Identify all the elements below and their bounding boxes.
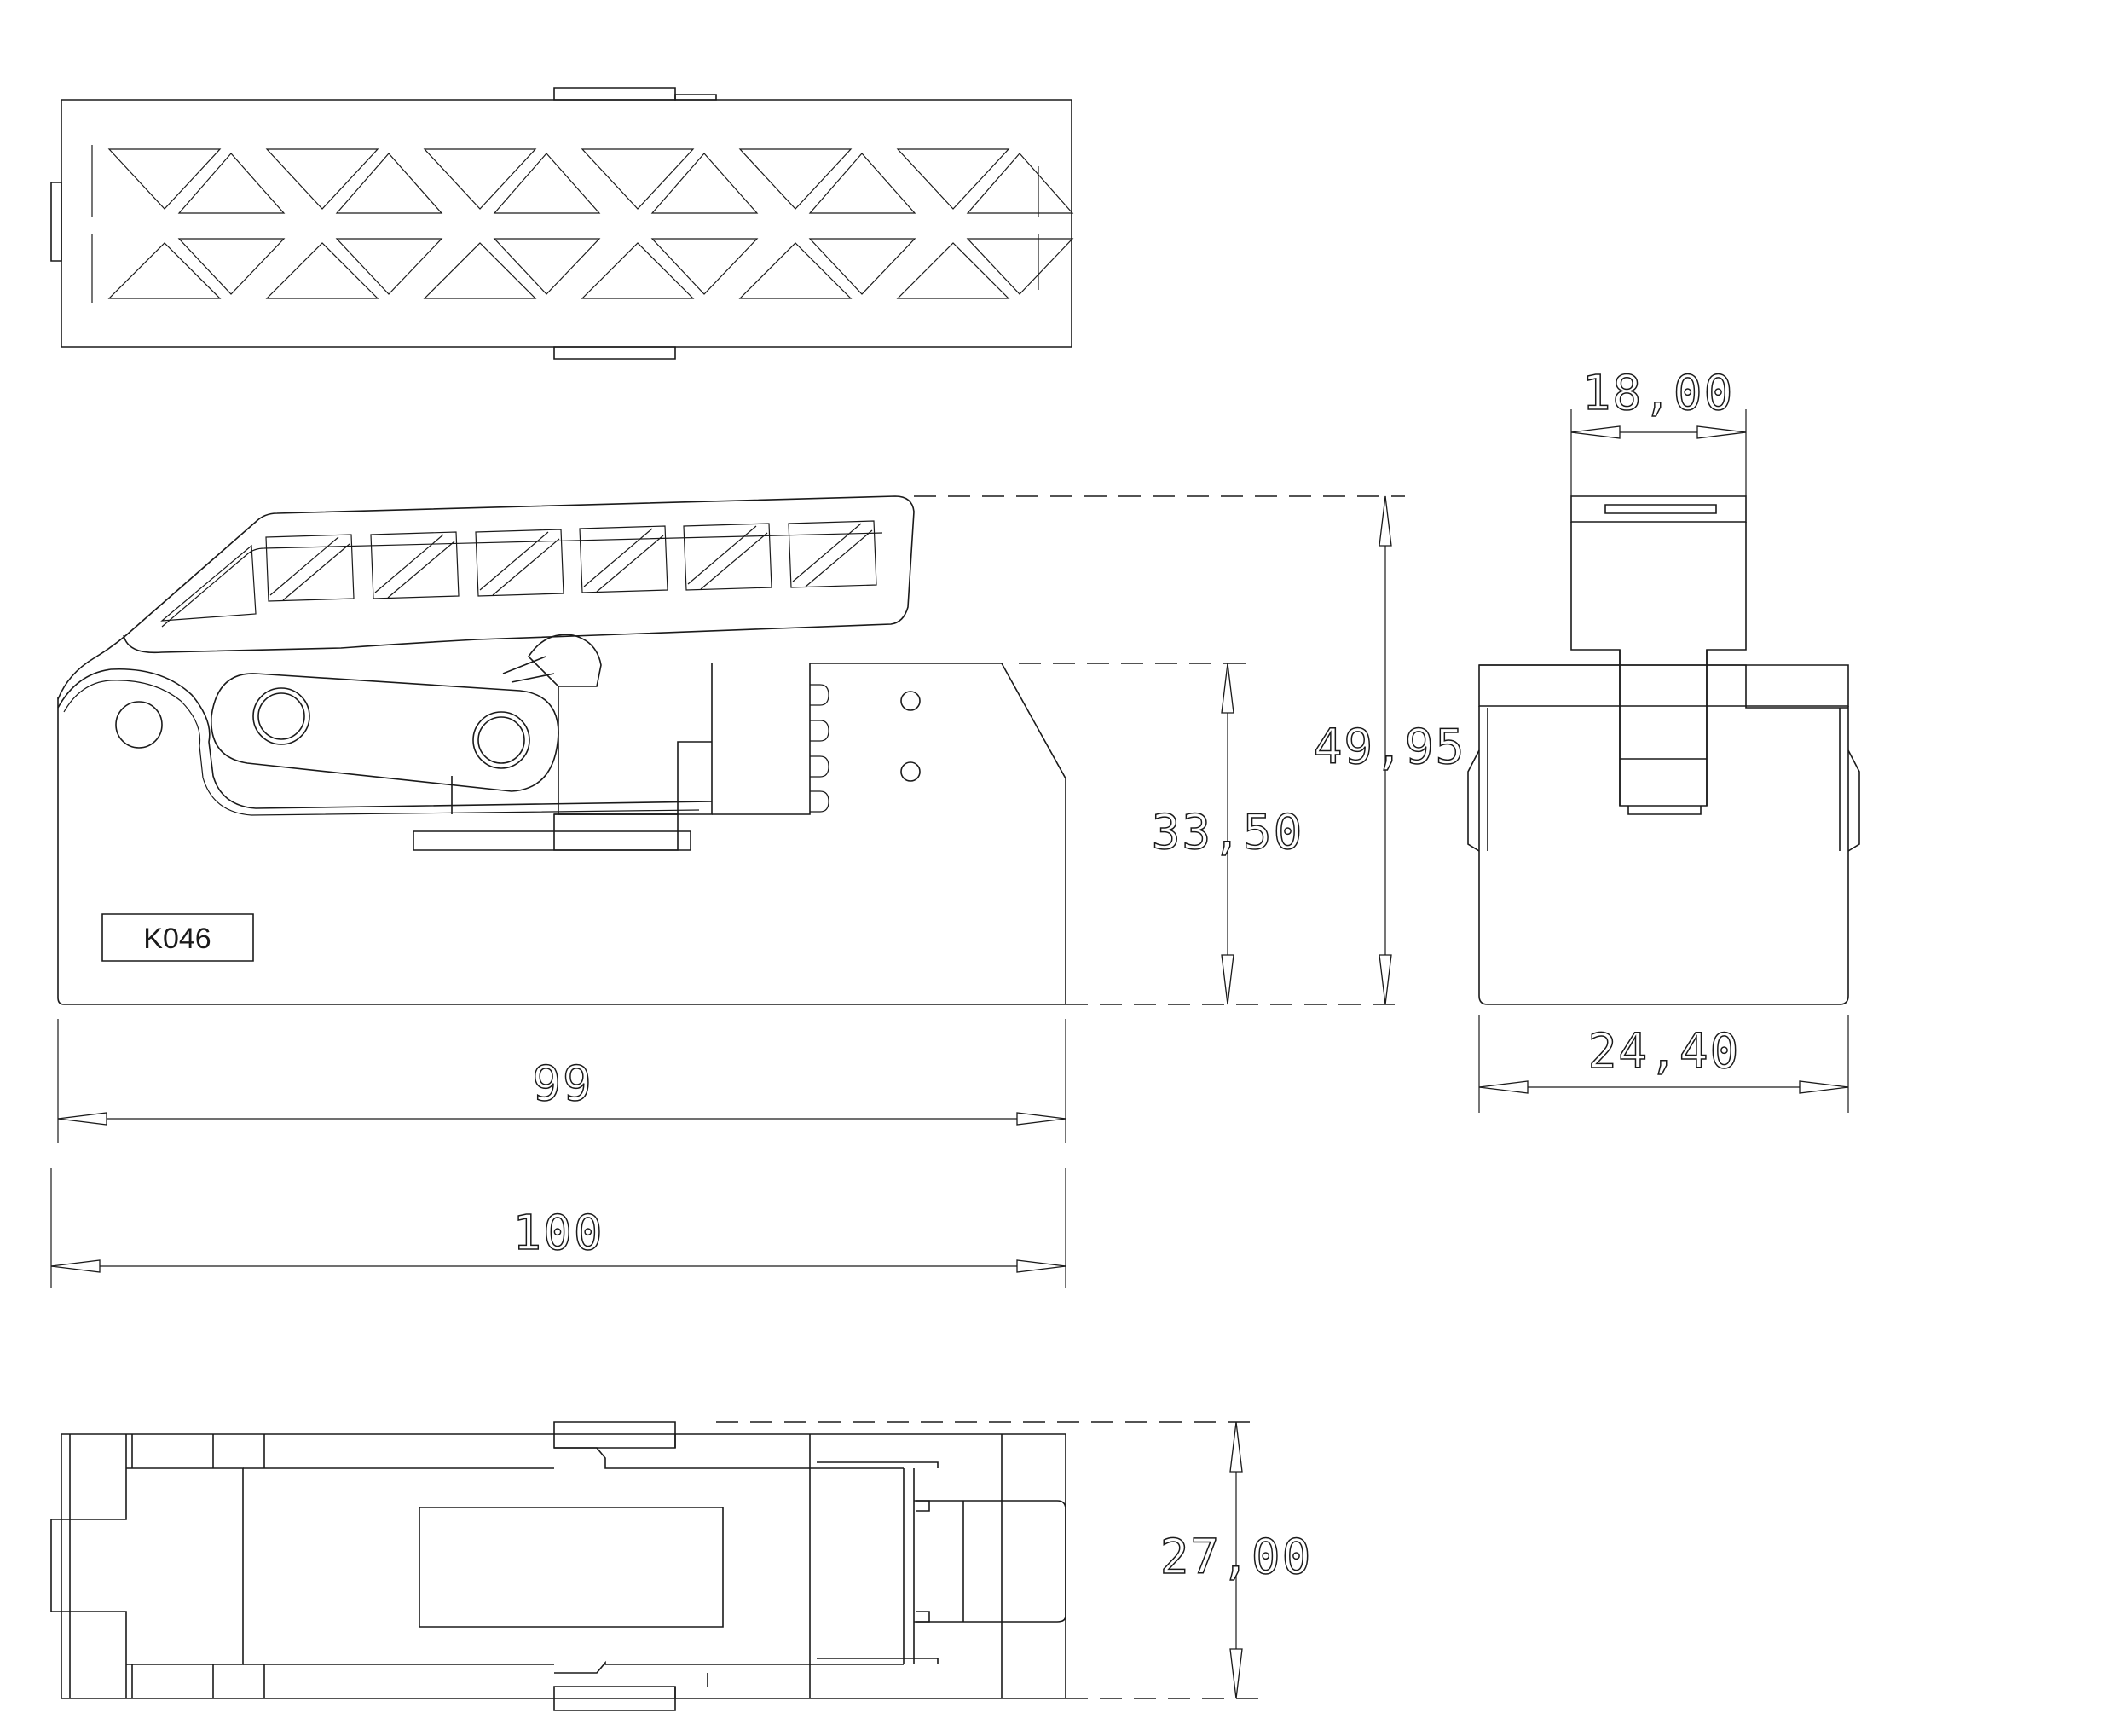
lattice-cutout [375, 535, 454, 598]
lattice-pattern-top [92, 145, 1072, 303]
lattice-cutout [337, 153, 442, 213]
part-label: K046 [143, 923, 211, 955]
lattice-cutout [494, 239, 599, 294]
lever-lattice [162, 521, 876, 621]
lattice-cutout [584, 529, 663, 592]
lattice-cutout [267, 149, 378, 209]
lattice-cutout [371, 532, 459, 599]
lattice-cutout [337, 239, 442, 294]
side-view: K046 [58, 496, 1066, 1004]
lattice-cutout [810, 239, 915, 294]
side-dimensions: 49,95 33,50 99 100 [51, 496, 1465, 1288]
lattice-cutout [109, 149, 220, 209]
dim-length-overall: 100 [512, 1206, 604, 1261]
lattice-cutout [179, 239, 284, 294]
lattice-cutout [580, 526, 668, 593]
lattice-cutout [652, 239, 757, 294]
dim-body-height: 33,50 [1152, 805, 1304, 860]
bottom-dimensions: 27,00 [716, 1422, 1313, 1698]
lattice-cutout [476, 529, 564, 596]
lattice-cutout [494, 153, 599, 213]
lattice-cutout [162, 546, 256, 621]
lattice-cutout [740, 149, 851, 209]
part-label-box [102, 914, 253, 961]
lattice-cutout [425, 243, 535, 298]
lattice-cutout [688, 526, 767, 589]
dim-width-bottom-end: 24,40 [1588, 1024, 1741, 1079]
lattice-cutout [425, 149, 535, 209]
lattice-cutout [109, 243, 220, 298]
lattice-cutout [92, 145, 1038, 303]
top-view [51, 88, 1072, 359]
lattice-cutout [740, 243, 851, 298]
lattice-cutout [898, 149, 1009, 209]
dim-length-body: 99 [532, 1056, 592, 1112]
dim-overall-height: 49,95 [1314, 720, 1466, 775]
lattice-cutout [684, 524, 772, 590]
lattice-cutout [898, 243, 1009, 298]
lattice-cutout [582, 149, 693, 209]
lattice-cutout [267, 243, 378, 298]
lattice-cutout [266, 535, 354, 601]
end-dimensions: 18,00 24,40 [1479, 365, 1848, 1113]
lattice-cutout [652, 153, 757, 213]
bottom-view [51, 1422, 1066, 1710]
lattice-cutout [789, 521, 876, 587]
lattice-cutout [968, 153, 1072, 213]
lattice-cutout [810, 153, 915, 213]
dim-width-top-end: 18,00 [1582, 366, 1735, 421]
lattice-cutout [793, 524, 872, 587]
lattice-cutout [968, 239, 1072, 294]
lattice-cutout [582, 243, 693, 298]
lattice-cutout [179, 153, 284, 213]
dim-width-bottom: 27,00 [1160, 1530, 1313, 1585]
lattice-cutout [480, 532, 559, 595]
end-view [1468, 496, 1859, 1004]
lattice-cutout [270, 537, 350, 600]
